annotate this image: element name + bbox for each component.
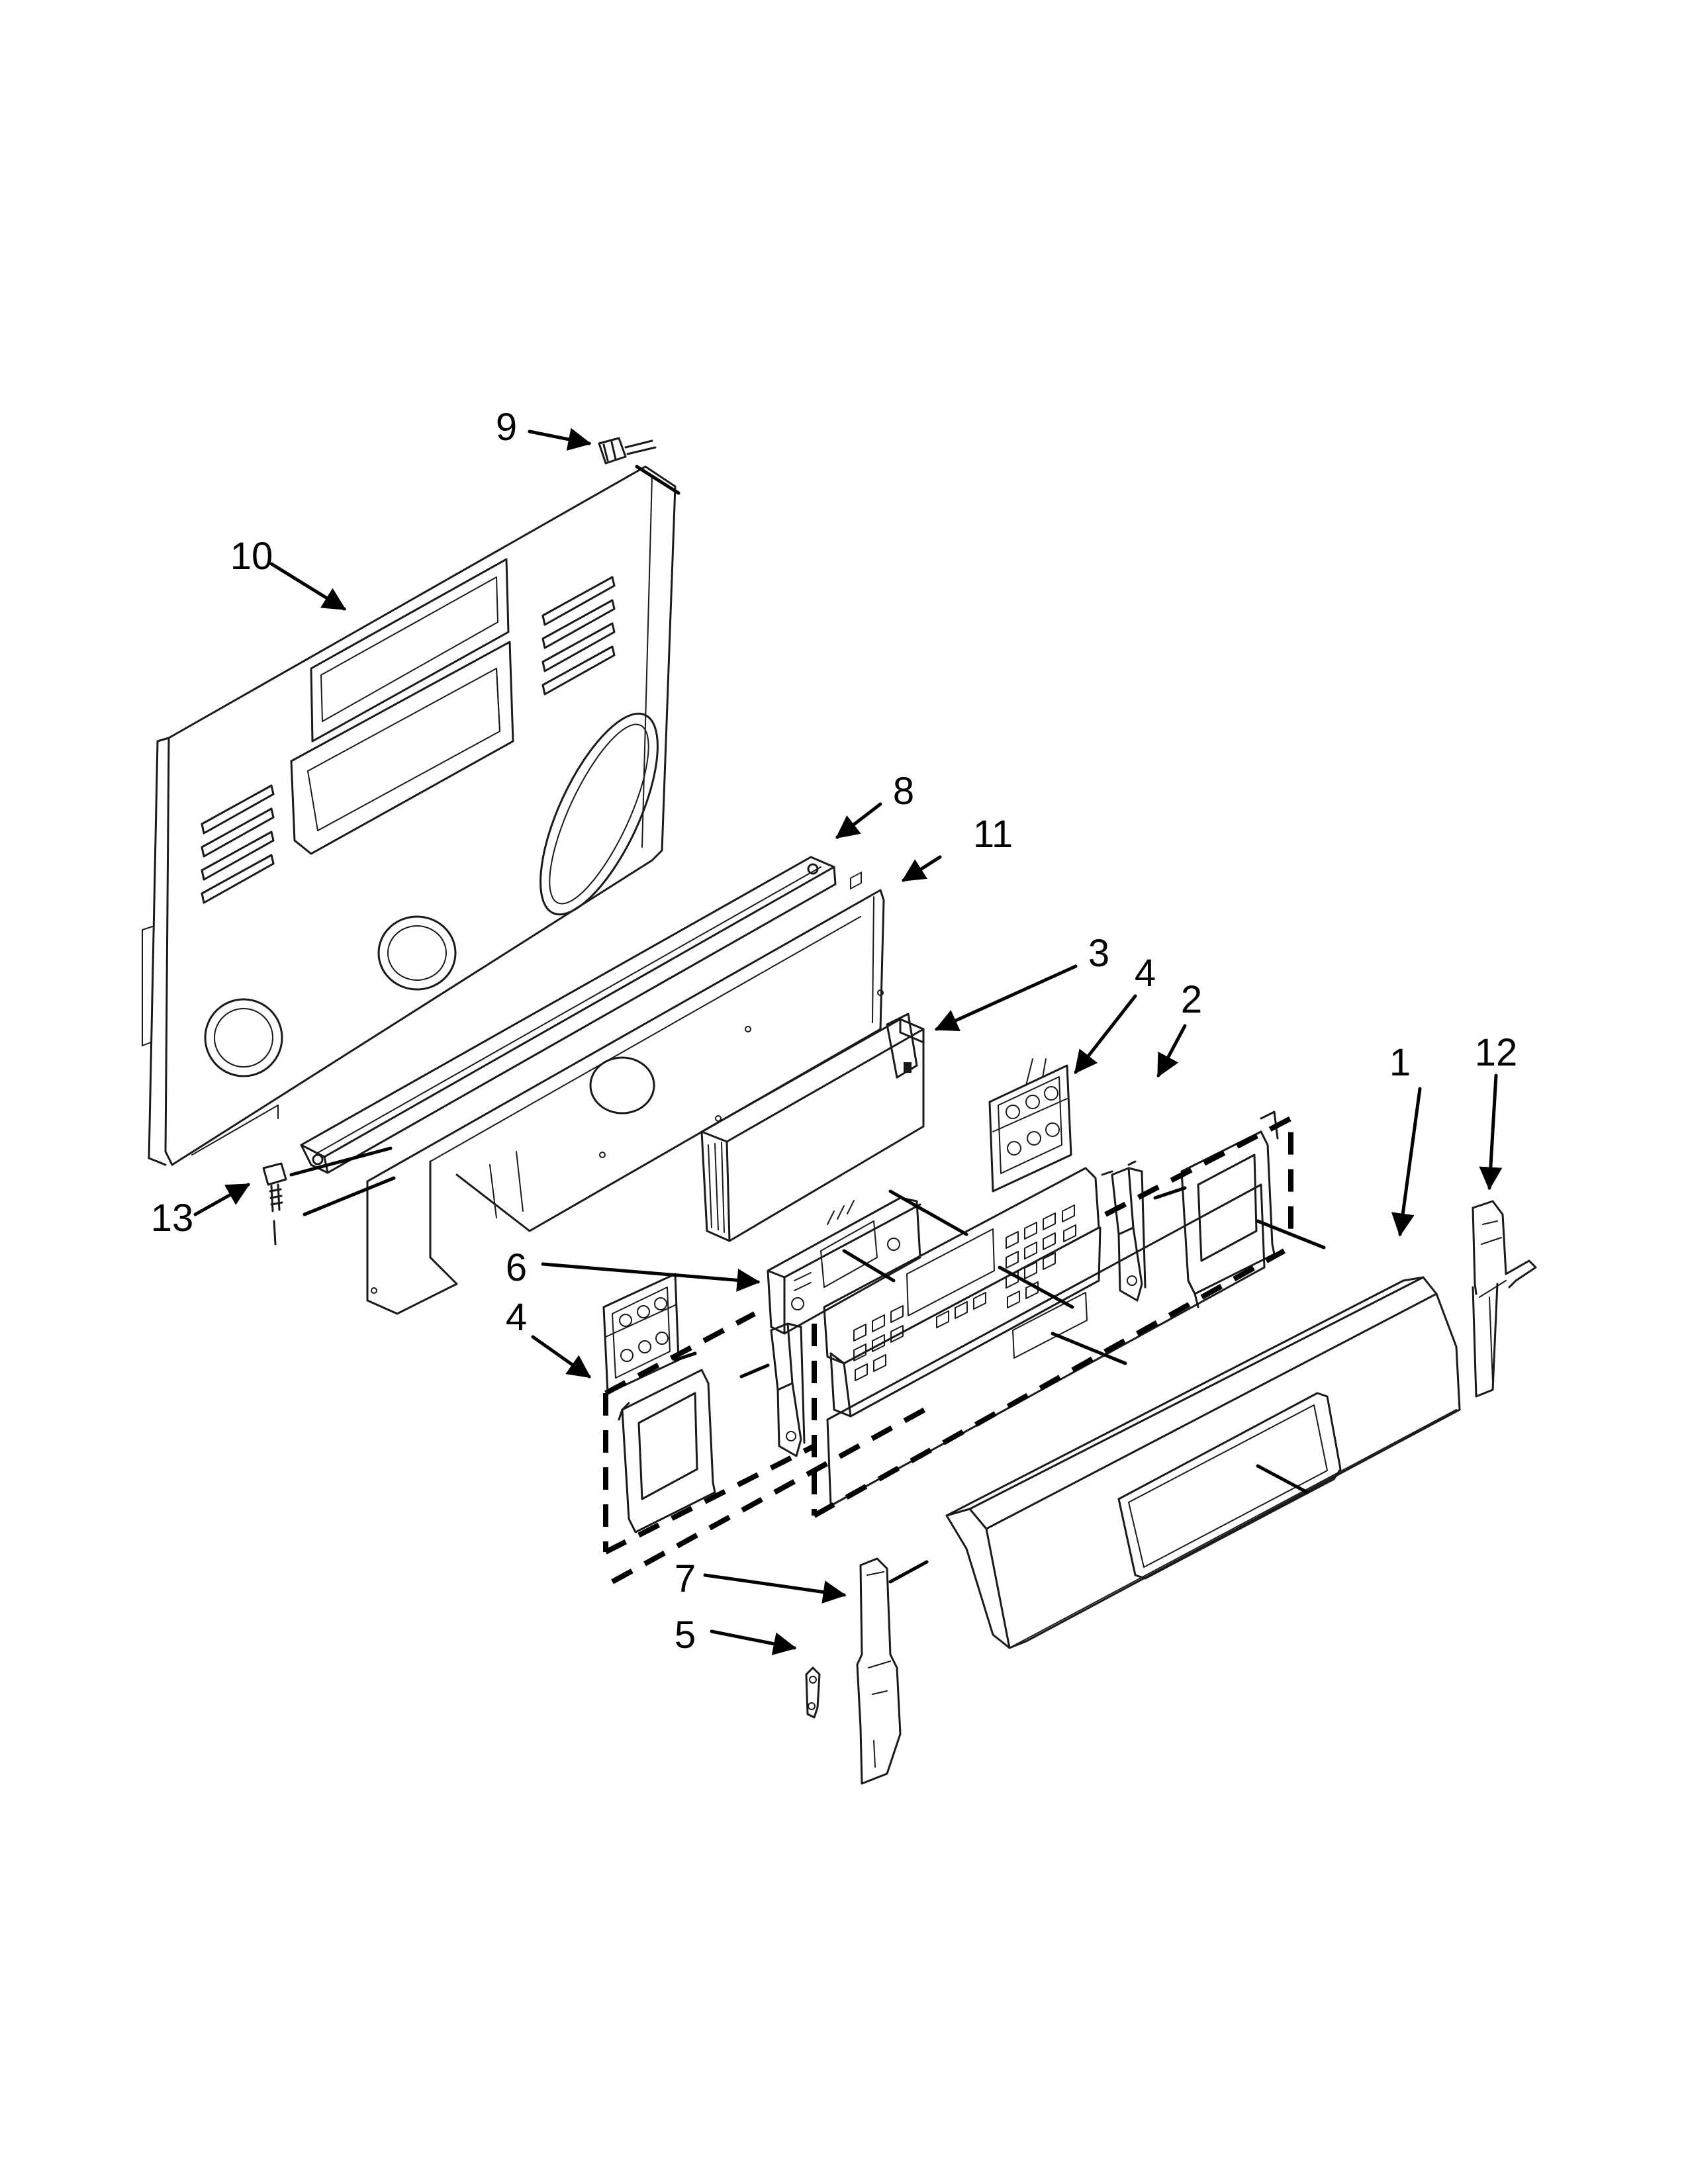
part-6-control-board [767,1197,921,1335]
callout-9: 9 [496,406,517,449]
part-11-bracket [366,889,885,1315]
callout-10: 10 [230,535,273,578]
callout-2: 2 [1181,978,1202,1021]
callout-12: 12 [1475,1031,1518,1074]
arrow-8 [835,802,882,839]
arrow-4-upper [1074,994,1137,1074]
arrow-1 [1391,1087,1422,1237]
callout-3: 3 [1088,932,1109,975]
part-12-side-bracket [1472,1200,1537,1398]
arrow-6 [541,1262,761,1292]
arrow-10 [269,562,346,611]
assembly-outline-right [812,1114,1293,1518]
part-2-clip-upper [1101,1160,1147,1302]
part-13-screw [262,1162,287,1246]
part-10-rear-panel [142,465,677,1166]
arrow-13 [193,1183,251,1216]
callout-4-lower: 4 [506,1296,527,1339]
glass-overlay [826,1183,1266,1507]
part-7-side-bracket [856,1557,902,1785]
arrow-7 [703,1573,847,1604]
part-2-clip-lower [770,1322,806,1457]
callout-6: 6 [506,1246,527,1289]
part-5-clip [805,1666,821,1719]
arrow-4-lower [531,1335,591,1379]
callout-8: 8 [893,770,914,813]
arrow-3 [934,964,1078,1031]
control-panel [823,872,1102,1418]
callout-4-upper: 4 [1135,952,1156,995]
part-1-console [945,1276,1461,1649]
callout-5: 5 [675,1614,696,1657]
part-3-housing [700,1013,925,1242]
frame-lower-left [618,1369,716,1533]
callout-1: 1 [1389,1041,1411,1084]
arrow-5 [710,1629,797,1655]
part-8-rail [300,856,837,1174]
arrow-9 [528,428,592,451]
callout-arrows [193,428,1503,1655]
frame-upper-right [1180,1111,1279,1308]
part-4-control-board-lower [602,1273,680,1394]
callout-7: 7 [675,1557,696,1600]
arrow-12 [1479,1073,1503,1191]
assembly-outline-bottom [611,1400,938,1584]
callout-11: 11 [973,813,1013,856]
assembly-lines [289,465,1326,1584]
arrow-2 [1156,1024,1187,1078]
arrow-11 [902,855,942,882]
assembly-outline-left [603,1311,816,1555]
callout-labels: 1 2 3 4 4 5 6 7 8 9 10 11 12 13 [151,406,1518,1657]
callout-13: 13 [151,1197,194,1240]
part-9-screw [598,437,657,465]
part-4-control-board-upper [988,1058,1072,1193]
